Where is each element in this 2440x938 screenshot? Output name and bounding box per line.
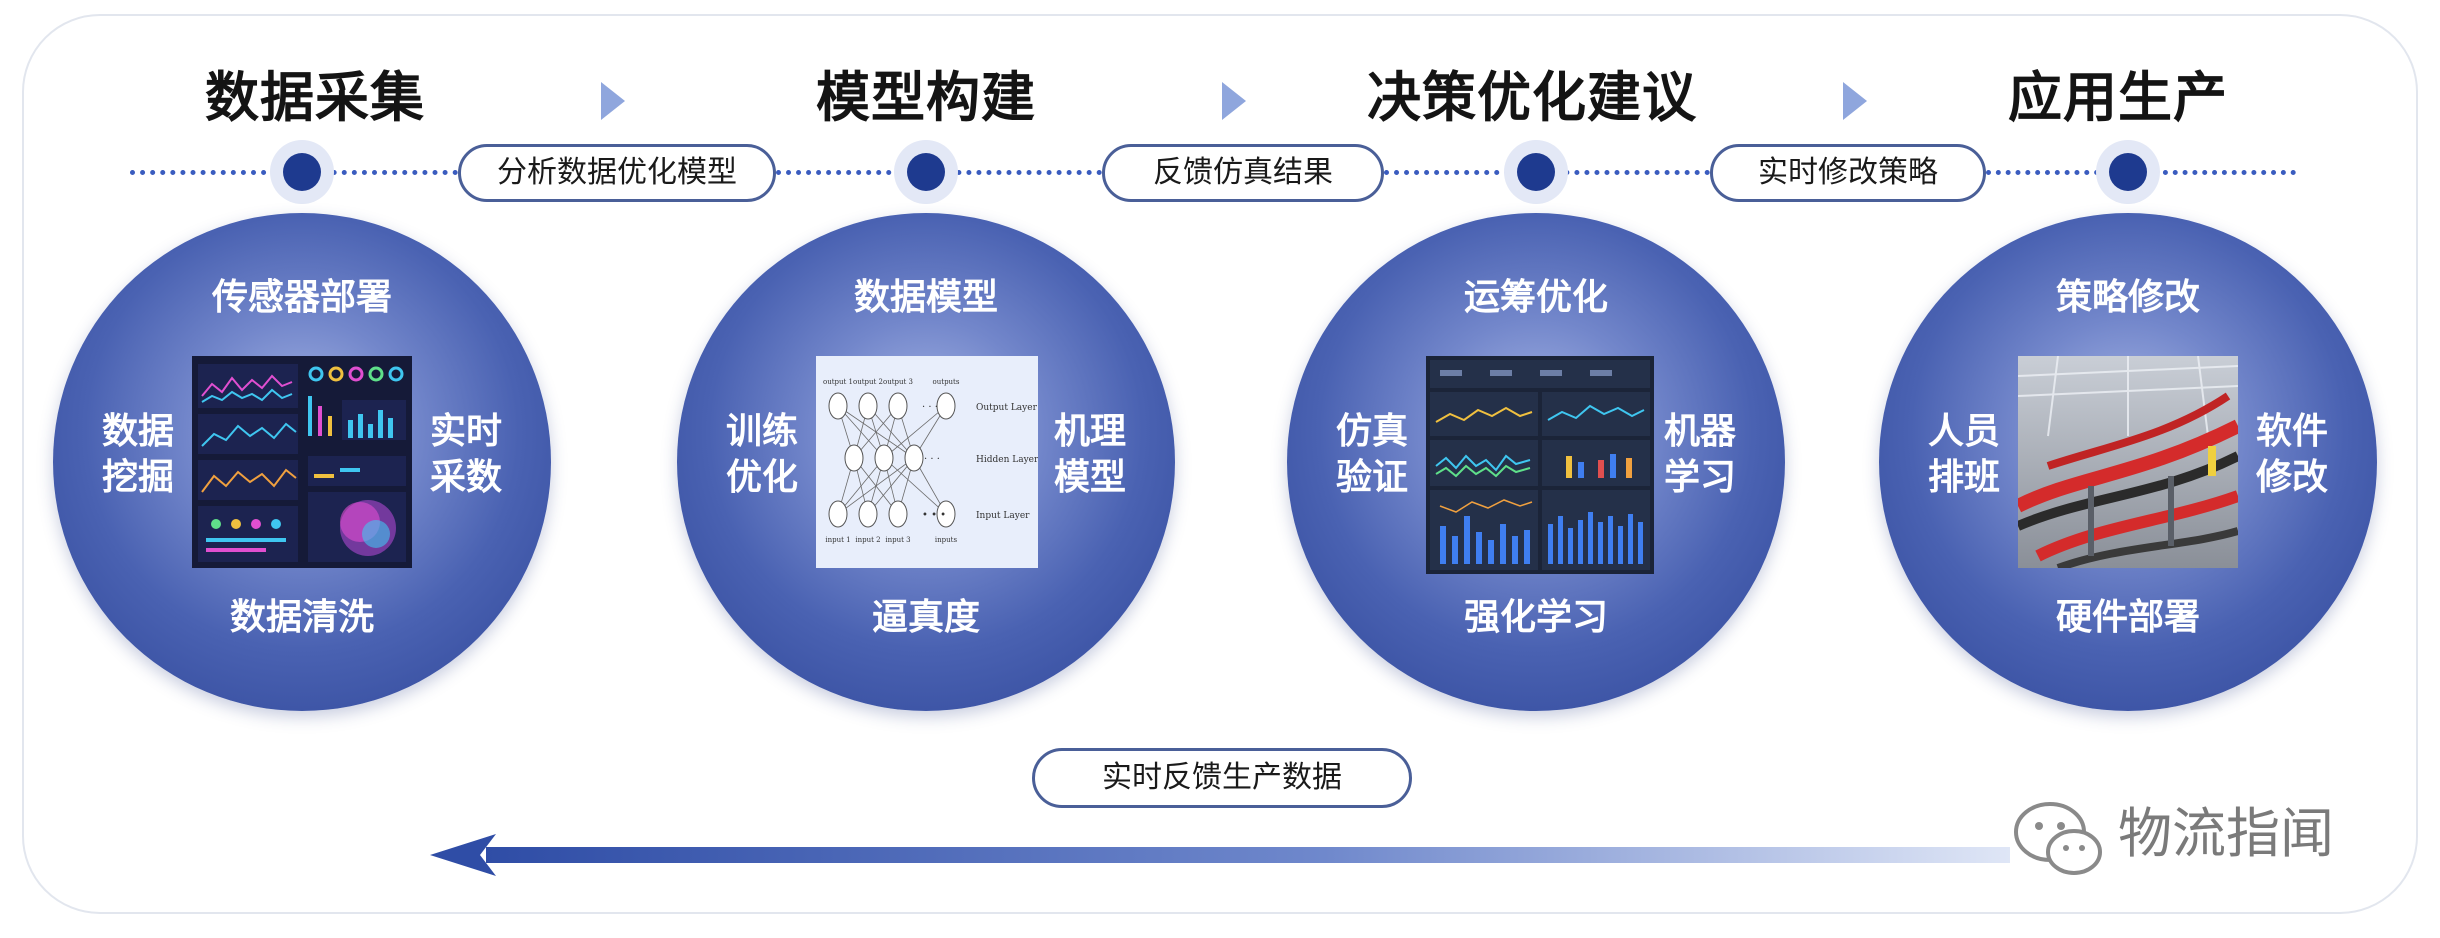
circle-left-label: 仿真验证 [1335, 411, 1408, 498]
circle-bottom-label: 数据清洗 [229, 597, 374, 638]
svg-text:• • •: • • • [922, 510, 946, 521]
nn-output-label: output 3 [883, 378, 913, 386]
circle-bottom-label: 强化学习 [1463, 597, 1608, 638]
circle-top-label: 传感器部署 [211, 277, 392, 318]
circle-top-label: 策略修改 [2055, 277, 2200, 318]
chevron-right-icon [1843, 82, 1867, 120]
timeline-node-1 [270, 140, 334, 204]
stage-circle-decision-optimization: 运筹优化 仿真验证 机器学习 强化学习 [1287, 213, 1785, 711]
nn-input-label: input 3 [885, 536, 910, 544]
feedback-label: 实时反馈生产数据 [1032, 748, 1412, 808]
stage-title-decision-optimization: 决策优化建议 [1367, 66, 1697, 129]
circle-bottom-label: 逼真度 [871, 597, 980, 638]
circle-left-label: 数据挖掘 [101, 411, 174, 498]
circle-top-label: 运筹优化 [1463, 277, 1608, 318]
stage-circle-production-application: 策略修改 人员排班 软件修改 硬件部署 [1879, 213, 2377, 711]
timeline-node-4 [2096, 140, 2160, 204]
nn-layer-label: Input Layer [976, 511, 1030, 521]
feedback-arrow [430, 832, 2010, 878]
watermark-text: 物流指闻 [2118, 802, 2334, 865]
nn-layer-label: Output Layer [976, 403, 1038, 413]
stage-circle-data-collection: 传感器部署 数据挖掘 实时采数 数据清洗 [53, 213, 551, 711]
timeline-node-3 [1504, 140, 1568, 204]
nn-output-label: output 2 [853, 378, 883, 386]
nn-output-label: outputs [933, 378, 960, 386]
circle-right-label: 机器学习 [1663, 411, 1736, 498]
svg-text:· · ·: · · · [922, 402, 938, 413]
stage-title-data-collection: 数据采集 [205, 66, 425, 129]
connector-feedback-simulation: 反馈仿真结果 [1102, 144, 1384, 202]
circle-right-label: 软件修改 [2255, 411, 2328, 498]
neural-network-image: · · · · · · • • • output 1 output 2 outp… [816, 356, 1038, 568]
dashboard-image [192, 356, 412, 568]
circle-left-label: 训练优化 [725, 411, 798, 498]
circle-top-label: 数据模型 [853, 277, 998, 318]
nn-layer-label: Hidden Layer [976, 455, 1038, 465]
nn-input-label: input 1 [825, 536, 850, 544]
circle-right-label: 机理模型 [1053, 411, 1126, 498]
svg-text:· · ·: · · · [924, 454, 940, 465]
diagram-frame [22, 14, 2418, 914]
stage-title-model-building: 模型构建 [816, 66, 1036, 129]
nn-output-label: output 1 [823, 378, 853, 386]
chevron-right-icon [1222, 82, 1246, 120]
factory-conveyor-photo [2018, 356, 2238, 568]
connector-modify-strategy: 实时修改策略 [1710, 144, 1986, 202]
circle-bottom-label: 硬件部署 [2055, 597, 2200, 638]
stage-circle-model-building: 数据模型 训练优化 机理模型 逼真度 · · · · · · • • [677, 213, 1175, 711]
nn-input-label: inputs [935, 536, 958, 544]
nn-input-label: input 2 [855, 536, 880, 544]
connector-analyze-data: 分析数据优化模型 [458, 144, 776, 202]
analytics-dashboard-image [1426, 356, 1654, 574]
circle-left-label: 人员排班 [1927, 411, 2000, 498]
chevron-right-icon [601, 82, 625, 120]
stage-title-production-application: 应用生产 [2008, 66, 2228, 129]
wechat-icon [2010, 794, 2110, 884]
circle-right-label: 实时采数 [429, 411, 502, 498]
timeline-node-2 [894, 140, 958, 204]
